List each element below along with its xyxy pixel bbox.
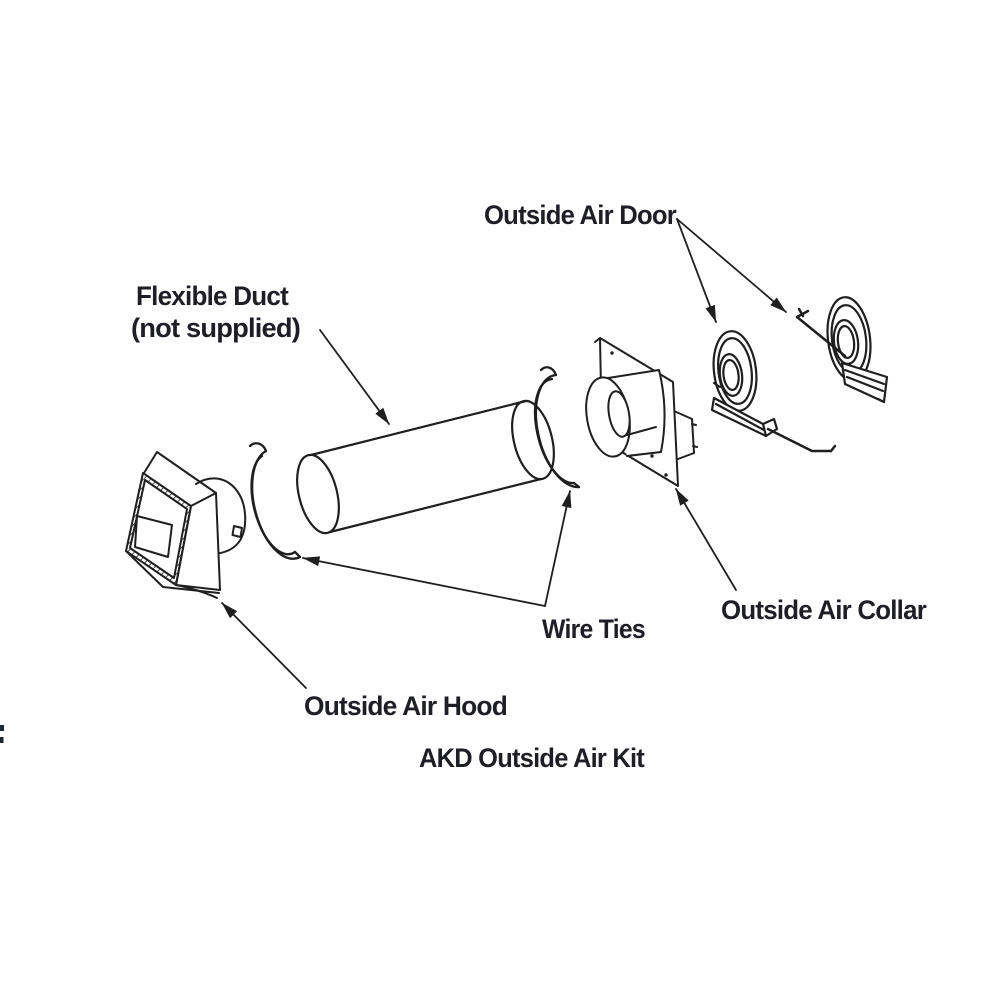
collar-inner-wall-line: [626, 426, 657, 436]
door-left-hub-outer: [718, 353, 744, 397]
outside-air-door-left-drawing: [710, 330, 837, 453]
door-left-bracket-foot: [761, 417, 779, 438]
flexible-duct-drawing: [296, 399, 555, 535]
door-right-handle-rod: [795, 315, 847, 358]
duct-open-end-right: [511, 399, 555, 481]
wire-tie-right-endcap: [572, 481, 581, 489]
arrow-door-left: [676, 218, 717, 323]
wire-tie-right-outer: [534, 373, 581, 489]
outside-air-door-right-drawing: [795, 296, 889, 404]
arrow-wire-tie-right: [544, 490, 572, 607]
hood-louver-window: [134, 515, 173, 558]
wire-tie-right-inner: [533, 377, 576, 485]
label-flexible-duct: Flexible Duct: [136, 281, 289, 311]
door-left-handle-rod: [766, 427, 833, 453]
arrow-outside-air-collar: [675, 488, 737, 591]
hood-back-flange: [143, 451, 217, 494]
door-left-handle-tip: [829, 444, 837, 453]
edge-artifact-mark: [0, 725, 4, 743]
door-left-hinge-tick: [712, 381, 722, 389]
duct-top-edge: [309, 399, 528, 457]
diagram-labels: Outside Air Door Flexible Duct (not supp…: [131, 200, 928, 773]
arrow-door-right: [676, 218, 787, 313]
label-outside-air-collar: Outside Air Collar: [721, 595, 927, 625]
diagram-title: AKD Outside Air Kit: [419, 743, 645, 773]
hood-bottom-lip: [175, 584, 218, 599]
collar-plate-edge-thickness: [594, 337, 601, 343]
callout-arrows: [221, 218, 787, 689]
outside-air-collar-drawing: [585, 337, 698, 487]
door-right-handle-tip: [795, 307, 810, 319]
door-left-hub-inner: [722, 358, 740, 392]
arrow-outside-air-hood: [221, 602, 307, 689]
wire-tie-left-outer: [251, 449, 302, 560]
collar-cylinder-body: [607, 369, 666, 457]
duct-bottom-edge: [324, 477, 543, 535]
label-wire-ties: Wire Ties: [542, 614, 645, 644]
collar-side-bracket-ticks: [691, 423, 698, 448]
door-right-bracket-lines: [843, 368, 886, 393]
arrow-wire-tie-left: [302, 556, 546, 607]
door-left-ring-2: [717, 337, 753, 405]
label-outside-air-door: Outside Air Door: [484, 200, 677, 230]
hood-rear-collar-tab: [231, 525, 243, 538]
wire-tie-left-inner: [250, 454, 297, 556]
door-right-hub-outer: [832, 319, 860, 365]
door-left-bracket-line: [714, 402, 766, 432]
wire-tie-left-endcap: [293, 550, 302, 559]
duct-body: [311, 401, 541, 533]
wire-tie-right-hook: [539, 366, 558, 377]
door-right-bracket-foot: [876, 397, 886, 404]
door-right-hub-inner: [836, 324, 856, 360]
label-flexible-duct-note: (not supplied): [131, 313, 300, 343]
duct-open-end-left: [296, 453, 340, 535]
wire-tie-right-drawing: [533, 366, 581, 489]
arrow-flexible-duct: [319, 329, 390, 425]
diagram-artwork: [0, 218, 889, 743]
wire-tie-left-hook: [248, 442, 268, 453]
collar-cylinder-opening: [607, 390, 631, 438]
outside-air-hood-drawing: [125, 451, 247, 599]
label-outside-air-hood: Outside Air Hood: [304, 691, 507, 721]
wire-tie-left-drawing: [248, 442, 302, 560]
collar-side-bracket: [673, 410, 695, 460]
